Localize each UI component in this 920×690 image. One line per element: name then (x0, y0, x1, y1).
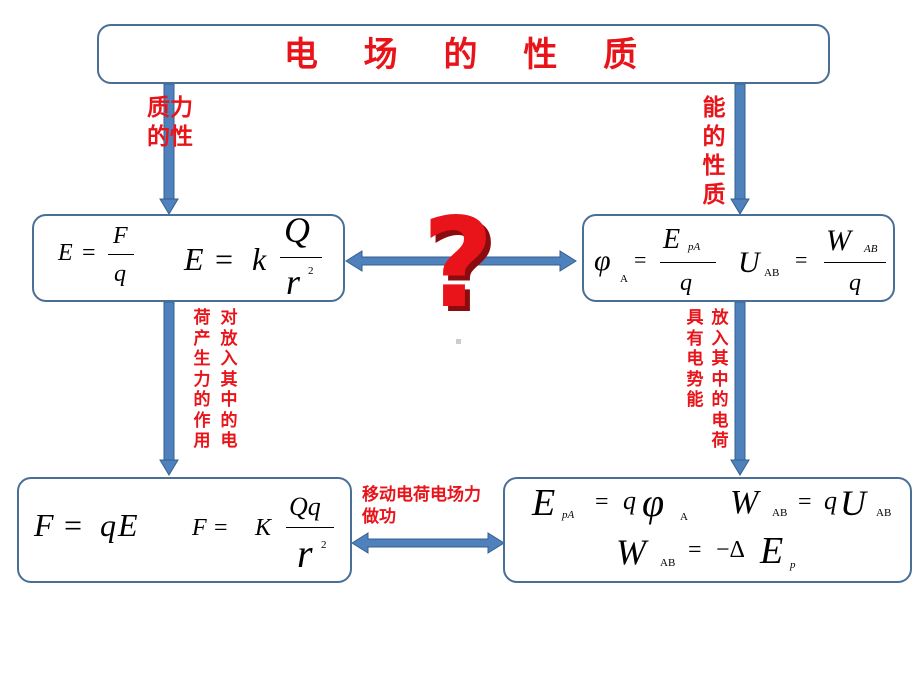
box-potential (582, 214, 895, 302)
symbol-F: F (192, 515, 207, 541)
frac-Q: Q (284, 210, 310, 250)
svg-text:?: ? (422, 192, 494, 336)
symbol-W: W (616, 532, 646, 572)
svg-text:?: ? (427, 197, 499, 341)
arrow-right-middle-down (730, 301, 750, 476)
arrow-force-down (159, 83, 179, 215)
label-force-property: 质力的性 (147, 95, 193, 150)
frac-q: q (680, 270, 692, 296)
symbol-phi: φ (594, 244, 611, 277)
eq-sign: = (798, 489, 812, 515)
frac-r: r (297, 531, 313, 576)
sub-pA: pA (688, 241, 701, 253)
symbol-k: k (252, 241, 267, 277)
label-left-middle-b: 荷产生力的作用 (193, 308, 211, 451)
symbol-q: q (100, 507, 116, 543)
sub-p: p (790, 559, 796, 571)
sub-pA: pA (562, 509, 575, 521)
eq-sign: = (688, 537, 702, 563)
label-right-middle-b: 具有电势能 (686, 308, 704, 410)
sub-AB: AB (764, 267, 780, 279)
question-mark-icon: ? ? (422, 192, 499, 341)
frac-Qq: Qq (289, 492, 321, 521)
eq-sign: = (795, 247, 808, 272)
box-energy (503, 477, 912, 583)
frac-bar (108, 254, 134, 256)
eq-sign: = (634, 247, 647, 272)
exp-2: 2 (321, 539, 327, 551)
frac-W: W (826, 224, 851, 257)
frac-q: q (114, 261, 126, 287)
small-dot (456, 339, 461, 344)
sub-AB: AB (864, 243, 878, 255)
sub-AB: AB (876, 507, 892, 519)
frac-q: q (849, 270, 861, 296)
label-energy-property: 能的性质 (702, 95, 726, 208)
eq-sign: = (595, 489, 609, 515)
eq-sign: = (64, 507, 83, 543)
frac-r: r (286, 262, 301, 302)
minus-delta: −Δ (716, 537, 745, 563)
symbol-E: E (118, 507, 138, 543)
sub-A: A (680, 511, 688, 523)
arrow-energy-down (730, 83, 750, 215)
box-force (17, 477, 352, 583)
symbol-E: E (532, 482, 556, 524)
symbol-E: E (760, 530, 784, 572)
symbol-U: U (840, 483, 866, 523)
exp-2: 2 (308, 265, 314, 277)
symbol-q: q (623, 486, 636, 515)
label-left-middle-a: 对放入其中的电 (220, 308, 238, 451)
formula-E-coulomb-E: E (184, 241, 204, 277)
frac-bar (824, 262, 886, 264)
frac-E: E (663, 224, 681, 255)
symbol-F: F (34, 507, 54, 543)
sub-AB: AB (772, 507, 788, 519)
sub-A: A (620, 273, 628, 285)
symbol-U: U (738, 246, 760, 279)
frac-F: F (113, 223, 128, 249)
frac-bar (286, 527, 334, 529)
arrow-middle-double (345, 250, 577, 272)
frac-bar (660, 262, 716, 264)
symbol-K: K (255, 515, 272, 541)
symbol-phi: φ (642, 480, 665, 525)
eq-sign: = (215, 241, 234, 277)
label-right-middle-a: 放入其中的电荷 (711, 308, 729, 451)
arrow-left-middle-down (159, 301, 179, 476)
title-box: 电 场 的 性 质 (97, 24, 830, 84)
symbol-q: q (824, 486, 837, 515)
page-title: 电 场 的 性 质 (283, 35, 644, 75)
formula-E-eq-Fq-E: E (58, 240, 73, 266)
arrow-bottom-double (351, 532, 505, 554)
symbol-W: W (730, 484, 759, 521)
eq-sign: = (214, 515, 228, 541)
label-bottom-middle: 移动电荷电场力做功 (362, 485, 481, 527)
eq-sign: = (82, 240, 96, 266)
frac-bar (280, 257, 322, 259)
sub-AB: AB (660, 557, 676, 569)
